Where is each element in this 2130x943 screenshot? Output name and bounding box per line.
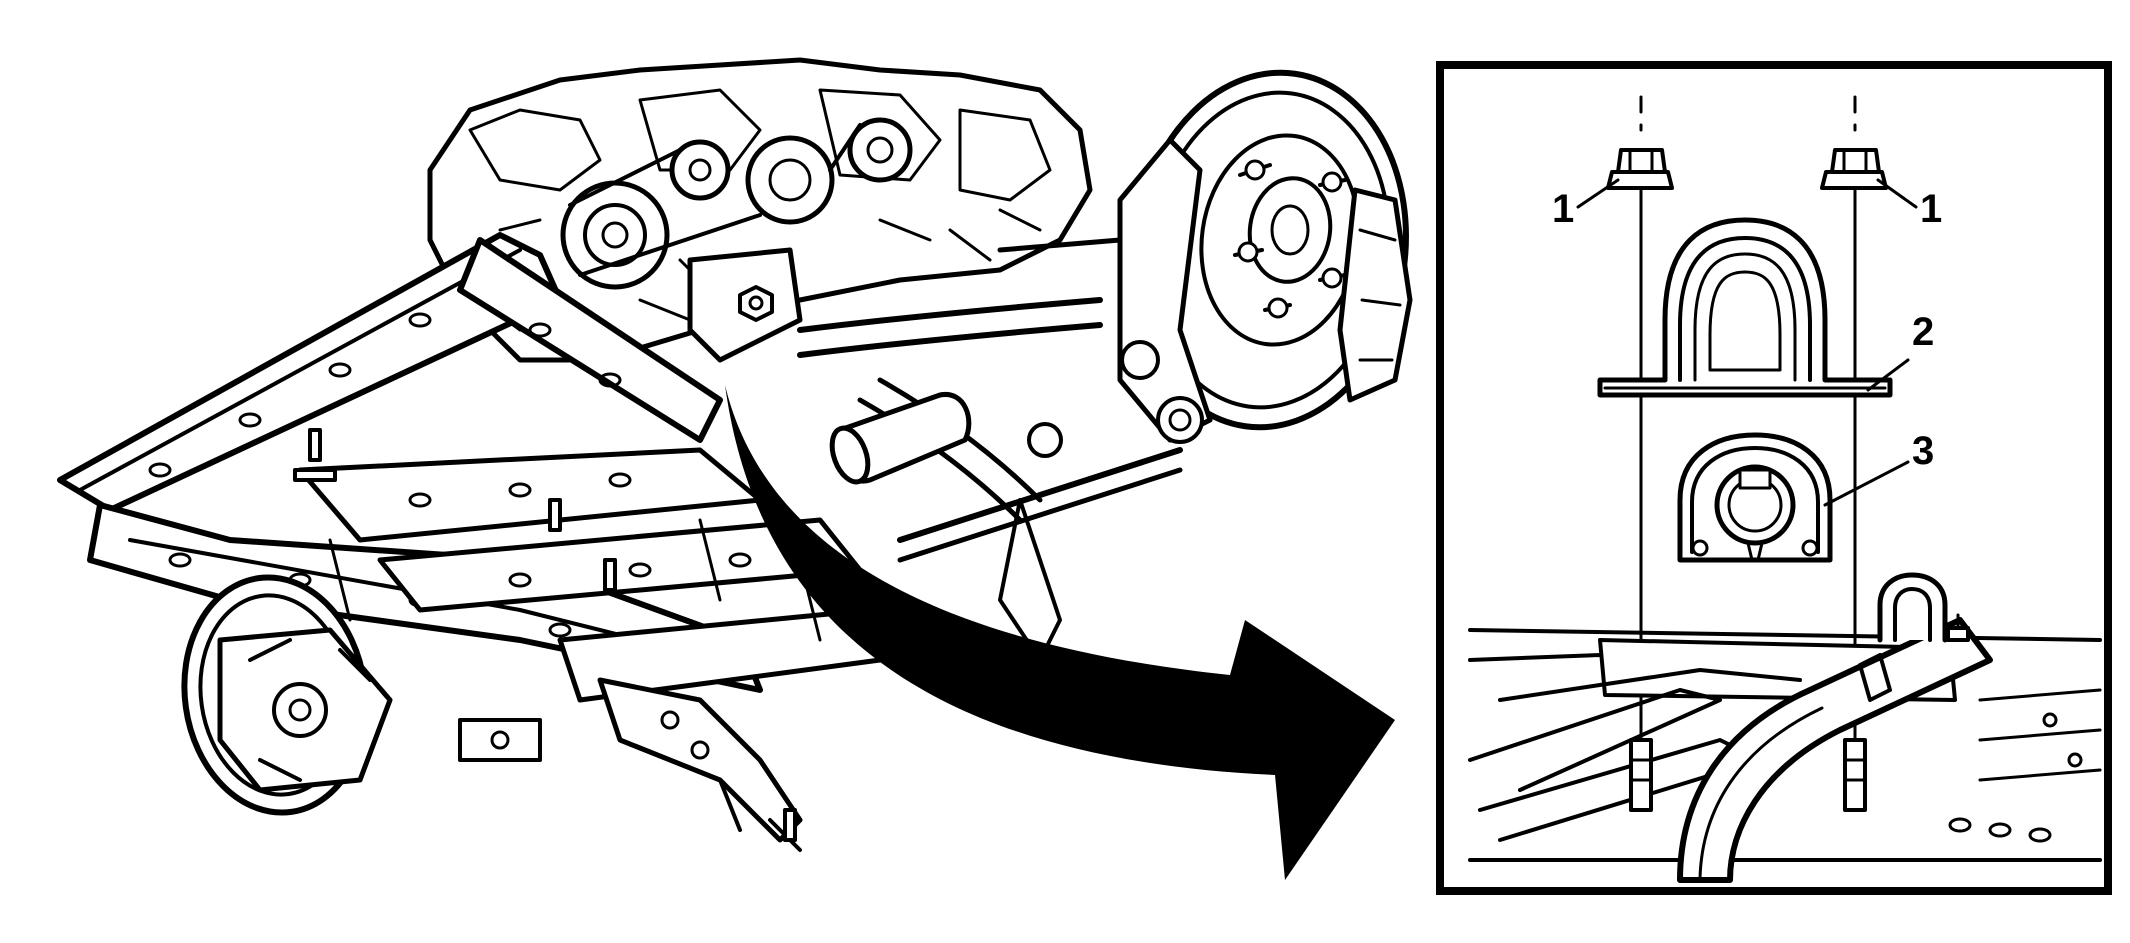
- callout-3: 3: [1912, 429, 1934, 473]
- brake-rotor-right: [1117, 69, 1413, 444]
- lower-brackets: [458, 677, 803, 852]
- stabilizer-bar-bushing: [1677, 432, 1833, 563]
- leader-lines: [1576, 178, 1918, 507]
- engine-assembly: [427, 57, 1093, 363]
- frame-bolts: [293, 428, 797, 842]
- detail-inset: 1 1 2 3: [1436, 61, 2112, 895]
- frame-studs: [1629, 738, 1867, 812]
- installed-bracket: [1858, 572, 1970, 702]
- brake-rotor-left: [181, 574, 393, 816]
- brake-caliper: [1337, 187, 1413, 403]
- flange-nut-right: [1820, 148, 1888, 190]
- stabilizer-bar-bracket: [1597, 217, 1893, 398]
- callout-1-right: 1: [1920, 187, 1942, 231]
- lug-studs: [1233, 159, 1347, 319]
- flange-nut-left: [1606, 148, 1674, 190]
- idler-pulley: [745, 135, 835, 225]
- direction-arrow: [725, 385, 1395, 880]
- oil-filter: [829, 392, 972, 485]
- callout-1-left: 1: [1552, 187, 1574, 231]
- stabilizer-bar: [1677, 617, 1993, 883]
- control-arms: [897, 237, 1183, 662]
- callout-2: 2: [1912, 310, 1934, 354]
- chassis-overview: [57, 57, 1413, 852]
